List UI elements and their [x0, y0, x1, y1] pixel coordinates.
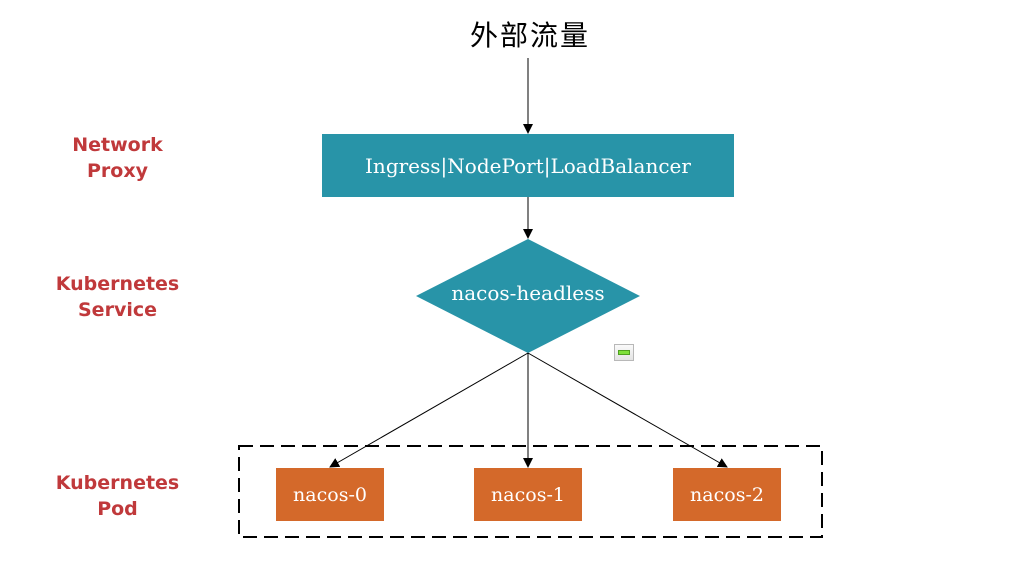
tier-label-line1: Network: [72, 134, 163, 156]
diagram-title: 外部流量: [469, 19, 590, 52]
pod-box-0: nacos-0: [276, 468, 384, 521]
collapse-icon[interactable]: [614, 344, 634, 361]
pod-box-2: nacos-2: [673, 468, 781, 521]
pod-box-1: nacos-1: [474, 468, 582, 521]
tier-label-line2: Service: [78, 299, 157, 321]
tier-label-network-proxy: Network Proxy: [40, 132, 195, 184]
tier-label-kubernetes-service: Kubernetes Service: [40, 271, 195, 323]
tier-label-line1: Kubernetes: [55, 472, 180, 494]
arrow-service-to-pod-2: [527, 352, 728, 468]
network-proxy-box: Ingress|NodePort|LoadBalancer: [322, 134, 734, 197]
service-diamond: [416, 239, 640, 353]
service-label: nacos-headless: [451, 281, 605, 305]
tier-label-line1: Kubernetes: [55, 273, 180, 295]
tier-label-kubernetes-pod: Kubernetes Pod: [40, 470, 195, 522]
pod-group-border: [238, 445, 823, 538]
arrow-service-to-pod-0: [329, 352, 529, 468]
tier-label-line2: Pod: [97, 498, 138, 520]
tier-label-line2: Proxy: [87, 160, 148, 182]
